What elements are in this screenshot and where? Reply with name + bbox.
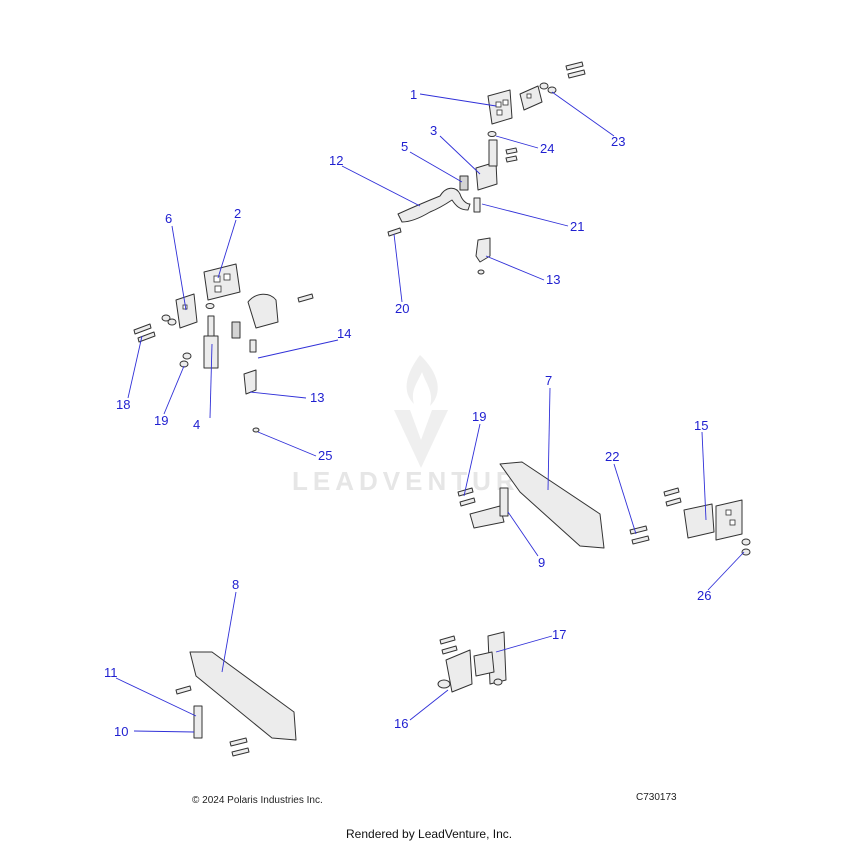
copyright-text: © 2024 Polaris Industries Inc. — [192, 795, 323, 806]
callout-3: 3 — [430, 123, 437, 138]
callout-1: 1 — [410, 87, 417, 102]
diagram-code: C730173 — [636, 792, 677, 803]
callout-23: 23 — [611, 134, 625, 149]
callout-19-right: 19 — [472, 409, 486, 424]
callout-2: 2 — [234, 206, 241, 221]
leader-lines — [115, 91, 745, 733]
callout-21: 21 — [570, 219, 584, 234]
parts-drawings — [133, 61, 751, 757]
callout-6: 6 — [165, 211, 172, 226]
callout-9: 9 — [538, 555, 545, 570]
part-bracket-16 — [437, 631, 507, 693]
part-bracket-15 — [629, 487, 751, 556]
callout-10: 10 — [114, 724, 128, 739]
callout-14: 14 — [337, 326, 351, 341]
callout-16: 16 — [394, 716, 408, 731]
callout-17: 17 — [552, 627, 566, 642]
callout-4: 4 — [193, 417, 200, 432]
part-hook-12 — [387, 187, 491, 275]
callout-5: 5 — [401, 139, 408, 154]
watermark: LEADVENTURE — [292, 355, 542, 496]
callout-11: 11 — [104, 665, 118, 680]
part-arm-8 — [175, 651, 297, 757]
callout-22: 22 — [605, 449, 619, 464]
callout-8: 8 — [232, 577, 239, 592]
callout-25: 25 — [318, 448, 332, 463]
watermark-text: LEADVENTURE — [292, 466, 542, 496]
callout-12: 12 — [329, 153, 343, 168]
part-hinge-plate-1 — [487, 85, 543, 125]
callout-15: 15 — [694, 418, 708, 433]
callout-18: 18 — [116, 397, 130, 412]
callout-24: 24 — [540, 141, 554, 156]
part-arm-7 — [457, 461, 605, 549]
callout-26: 26 — [697, 588, 711, 603]
part-latch-3 — [459, 131, 518, 191]
callout-13-top: 13 — [546, 272, 560, 287]
callout-20: 20 — [395, 301, 409, 316]
callout-19-left: 19 — [154, 413, 168, 428]
part-washers-23 — [539, 61, 586, 94]
callout-13-left: 13 — [310, 390, 324, 405]
part-hinge-2 — [133, 263, 314, 343]
rendered-by-text: Rendered by LeadVenture, Inc. — [346, 827, 512, 841]
callout-labels: 1 2 3 4 5 6 7 8 9 10 11 12 13 13 14 15 1… — [104, 87, 711, 739]
callout-7: 7 — [545, 373, 552, 388]
